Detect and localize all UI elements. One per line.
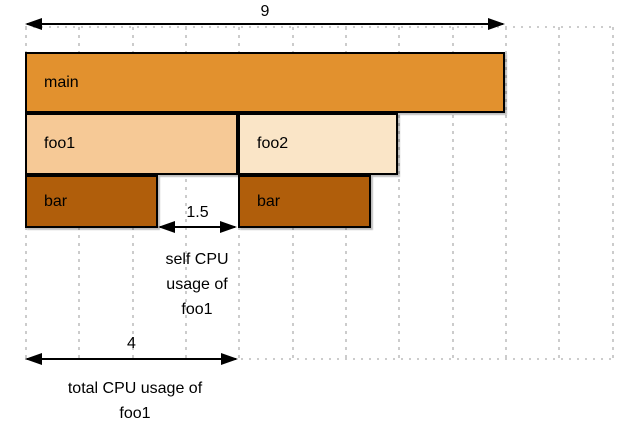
frame-label-foo1: foo1 — [44, 135, 76, 152]
grid-bottom-line — [25, 358, 614, 360]
frame-label-main: main — [44, 73, 79, 91]
self-usage-arrow — [158, 220, 237, 234]
frame-label-bar1: bar — [44, 192, 68, 210]
grid-line — [398, 27, 400, 359]
frame-label-bar2: bar — [257, 192, 281, 210]
grid-line — [452, 27, 454, 359]
frame-bar-foo1: foo1 — [25, 113, 238, 175]
frame-label-foo2: foo2 — [257, 135, 289, 152]
frame-bar-bar1: bar — [25, 175, 158, 228]
self-usage-caption: self CPU usage of foo1 — [165, 251, 229, 318]
arrow-shaft — [27, 358, 236, 360]
self-usage-value: 1.5 — [186, 204, 209, 221]
grid-line — [505, 27, 507, 359]
frame-bar-main: main — [25, 52, 505, 113]
arrowhead-right-icon — [220, 221, 237, 233]
arrow-shaft — [160, 226, 235, 228]
total-usage-caption: total CPU usage of foo1 — [67, 380, 203, 422]
grid-line — [612, 27, 614, 359]
arrow-shaft — [27, 23, 503, 25]
total-usage-arrow — [25, 352, 238, 366]
arrowhead-left-icon — [25, 18, 42, 30]
frame-bar-bar2: bar — [238, 175, 371, 228]
total-width-arrow — [25, 17, 505, 31]
frame-bar-foo2: foo2 — [238, 113, 398, 175]
total-usage-value: 4 — [127, 335, 136, 352]
grid-top-line — [25, 26, 614, 28]
grid-line — [558, 27, 560, 359]
grid-line — [185, 27, 187, 359]
total-width-value: 9 — [260, 3, 270, 20]
arrowhead-left-icon — [158, 221, 175, 233]
arrowhead-left-icon — [25, 353, 42, 365]
arrowhead-right-icon — [221, 353, 238, 365]
arrowhead-right-icon — [488, 18, 505, 30]
